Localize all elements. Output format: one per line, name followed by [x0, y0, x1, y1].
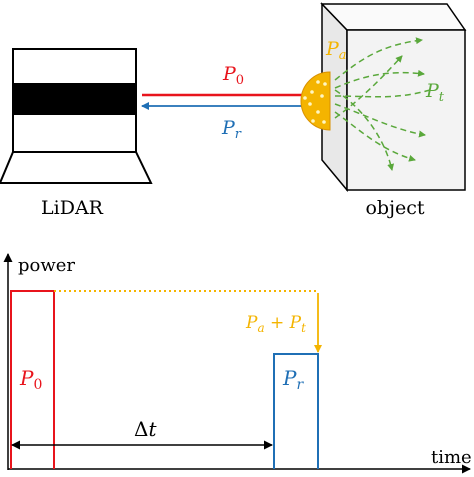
pulse-p0-label: P0 — [19, 366, 42, 393]
top-pr-label: Pr — [221, 117, 242, 142]
lidar-scan-band — [13, 83, 136, 115]
object-block — [320, 2, 467, 193]
emitted-pulse — [10, 290, 55, 469]
lidar-base — [0, 151, 153, 184]
loss-label: Pa + Pt — [245, 313, 306, 335]
top-pa-label: Pa — [325, 38, 347, 63]
object-label: object — [365, 197, 424, 219]
received-pulse — [273, 353, 319, 469]
object-side-face — [346, 29, 466, 191]
pulse-pr-label: Pr — [282, 366, 304, 393]
top-p0-label: P0 — [222, 63, 244, 88]
object-top-face — [320, 3, 467, 31]
top-pt-label: Pt — [425, 80, 445, 105]
scatter-dots — [303, 80, 327, 124]
x-axis-label: time — [431, 447, 472, 468]
delta-t-label: Δt — [134, 417, 157, 441]
y-axis-label: power — [18, 255, 75, 276]
lidar-device — [0, 48, 153, 184]
lidar-label: LiDAR — [41, 197, 104, 219]
transmitted-paths — [334, 37, 431, 171]
absorption-lobe — [300, 71, 331, 131]
